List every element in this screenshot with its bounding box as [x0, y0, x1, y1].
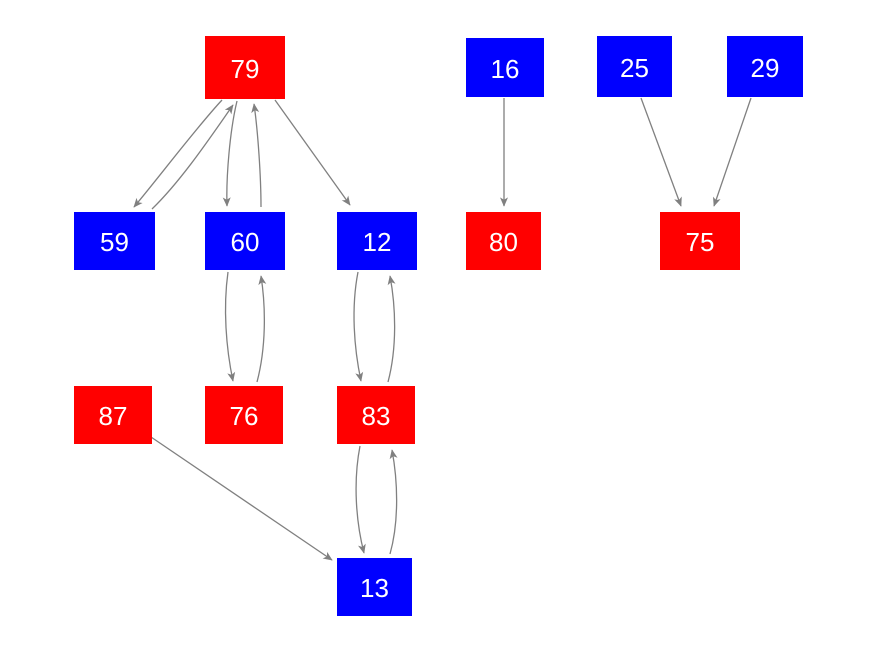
- node-label: 79: [230, 53, 260, 84]
- edge-25-to-75: [640, 97, 682, 207]
- graph-node-16[interactable]: 16: [466, 38, 544, 97]
- edge-79-to-12: [274, 99, 351, 206]
- node-label: 87: [98, 401, 128, 431]
- graph-node-59[interactable]: 59: [74, 212, 155, 270]
- node-label: 60: [230, 227, 260, 257]
- node-label: 25: [620, 52, 649, 83]
- graph-node-12[interactable]: 12: [337, 212, 417, 270]
- edge-87-to-13: [150, 436, 333, 561]
- edge-83-to-12: [387, 275, 396, 383]
- graph-node-25[interactable]: 25: [597, 36, 672, 97]
- edge-29-to-75: [713, 97, 752, 207]
- graph-node-79[interactable]: 79: [205, 36, 285, 99]
- graph-node-80[interactable]: 80: [466, 212, 541, 270]
- node-label: 59: [100, 227, 129, 257]
- edge-13-to-83: [389, 449, 398, 555]
- node-label: 80: [489, 227, 518, 257]
- edge-79-to-59: [133, 99, 223, 208]
- graph-node-60[interactable]: 60: [205, 212, 285, 270]
- graph-node-83[interactable]: 83: [337, 386, 415, 444]
- graph-node-76[interactable]: 76: [205, 386, 283, 444]
- edge-79-to-60: [222, 100, 238, 207]
- edge-60-to-76: [224, 271, 236, 382]
- node-label: 13: [360, 573, 389, 603]
- node-label: 83: [361, 401, 391, 431]
- node-label: 76: [229, 401, 259, 431]
- graph-node-29[interactable]: 29: [727, 36, 803, 97]
- edge-59-to-79: [151, 104, 234, 210]
- graph-node-13[interactable]: 13: [337, 558, 412, 616]
- graph-node-75[interactable]: 75: [660, 212, 740, 270]
- edge-12-to-83: [353, 271, 364, 382]
- node-label: 16: [490, 53, 520, 84]
- edge-83-to-13: [355, 445, 366, 554]
- node-label: 12: [362, 227, 392, 257]
- node-label: 29: [750, 52, 780, 83]
- edge-76-to-60: [256, 275, 267, 383]
- graph-node-87[interactable]: 87: [74, 386, 152, 444]
- node-label: 75: [685, 227, 715, 257]
- edge-60-to-79: [251, 103, 262, 208]
